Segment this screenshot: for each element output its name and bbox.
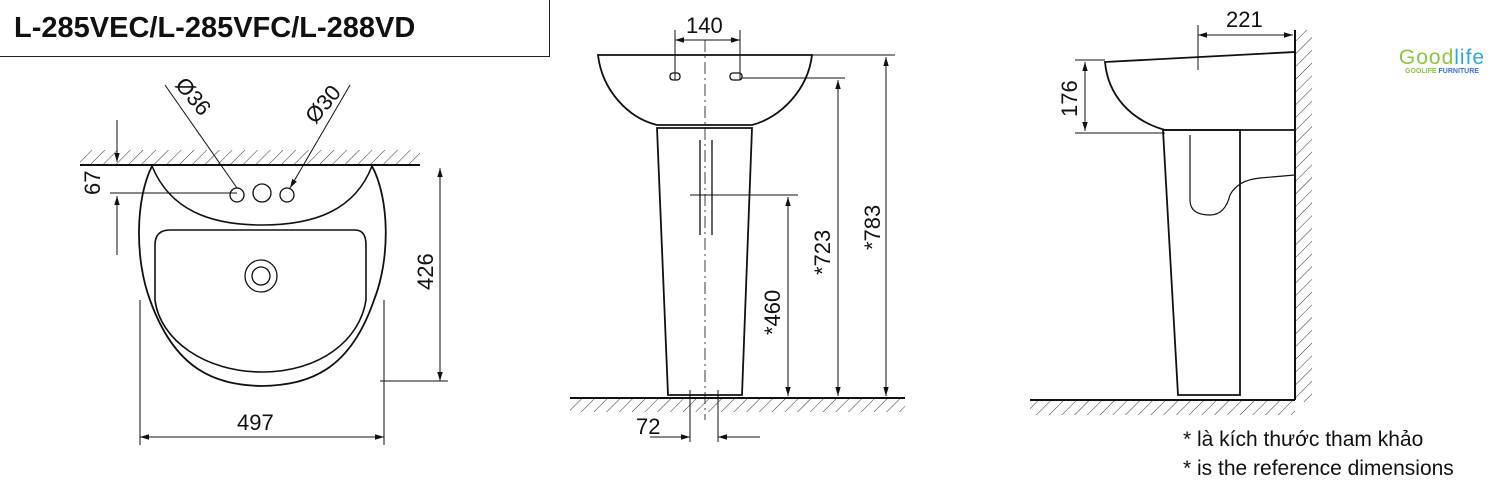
side-basin [1104, 51, 1296, 131]
dim-height-723: *723 [810, 230, 835, 275]
dim-height-460: *460 [760, 290, 785, 335]
dim-hole-spacing-140: 140 [686, 13, 723, 38]
bowl-outline [154, 229, 367, 373]
logo-word-a: Good [1398, 46, 1455, 69]
dim-height-783: *783 [860, 205, 885, 250]
goodlife-logo: Goodlife GOOLIFE FURNITURE [1392, 46, 1492, 75]
front-view [570, 30, 905, 442]
side-pedestal [1162, 129, 1241, 396]
logo-sub-a: GOOLIFE [1405, 68, 1437, 75]
dim-base-72: 72 [636, 414, 660, 439]
note-vietnamese: * là kích thước tham khảo [1183, 428, 1424, 451]
top-view [80, 84, 448, 445]
side-view [1030, 25, 1312, 415]
title-box: L-285VEC/L-285VFC/L-288VD [0, 0, 550, 57]
dim-depth-426: 426 [413, 253, 438, 290]
model-title: L-285VEC/L-285VFC/L-288VD [14, 12, 416, 44]
pedestal [656, 127, 753, 396]
basin-outline [138, 165, 387, 387]
dim-width-497: 497 [237, 410, 274, 435]
logo-sub-b: FURNITURE [1438, 68, 1479, 75]
dim-depth-221: 221 [1226, 7, 1263, 32]
dim-hole-30: Ø30 [300, 80, 346, 128]
logo-word-b: life [1454, 46, 1486, 69]
wall-hatch [80, 150, 420, 164]
dim-offset-67: 67 [80, 171, 105, 195]
note-english: * is the reference dimensions [1183, 457, 1454, 480]
dim-hole-36: Ø36 [170, 72, 216, 120]
trap-pipe [1189, 135, 1296, 216]
front-basin [596, 54, 814, 126]
dim-bowl-176: 176 [1057, 80, 1082, 117]
